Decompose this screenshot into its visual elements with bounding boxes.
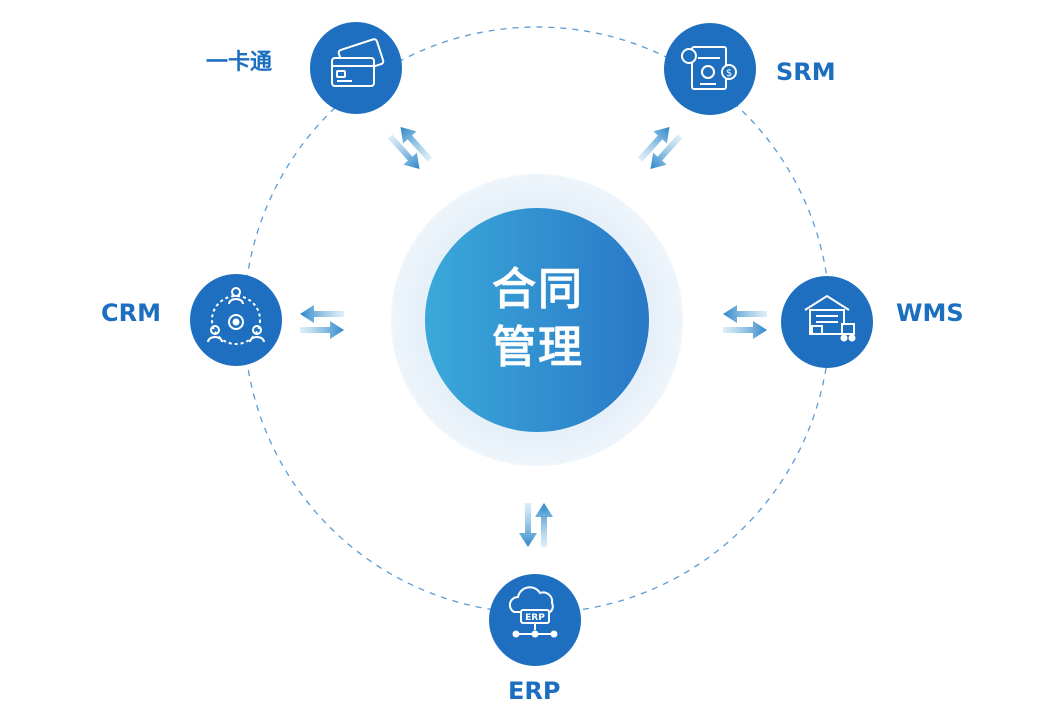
svg-text:$: $ xyxy=(726,68,732,79)
arrows-srm xyxy=(633,120,687,176)
arrows-crm xyxy=(300,305,344,339)
arrows-wms xyxy=(723,305,767,339)
label-crm: CRM xyxy=(101,299,161,327)
erp-icon-text: ERP xyxy=(525,613,545,623)
center-circle xyxy=(425,208,649,432)
label-srm: SRM xyxy=(776,58,836,86)
label-wms: WMS xyxy=(896,299,964,327)
warehouse-icon xyxy=(804,294,856,342)
supplier-contract-icon: $ xyxy=(681,46,737,90)
node-card xyxy=(310,22,402,114)
center-title-line1: 合同 xyxy=(492,264,584,315)
node-crm xyxy=(190,274,282,366)
node-wms xyxy=(781,276,873,368)
arrows-card xyxy=(383,120,437,176)
node-erp: ERP xyxy=(489,574,581,666)
credit-card-icon xyxy=(331,38,385,87)
node-srm: $ xyxy=(664,23,756,115)
arrows-erp xyxy=(519,503,553,547)
customer-network-icon xyxy=(207,287,265,345)
center-title-line2: 管理 xyxy=(492,322,584,373)
erp-cloud-icon xyxy=(508,586,558,638)
label-card: 一卡通 xyxy=(206,50,273,75)
label-erp: ERP xyxy=(508,677,561,705)
